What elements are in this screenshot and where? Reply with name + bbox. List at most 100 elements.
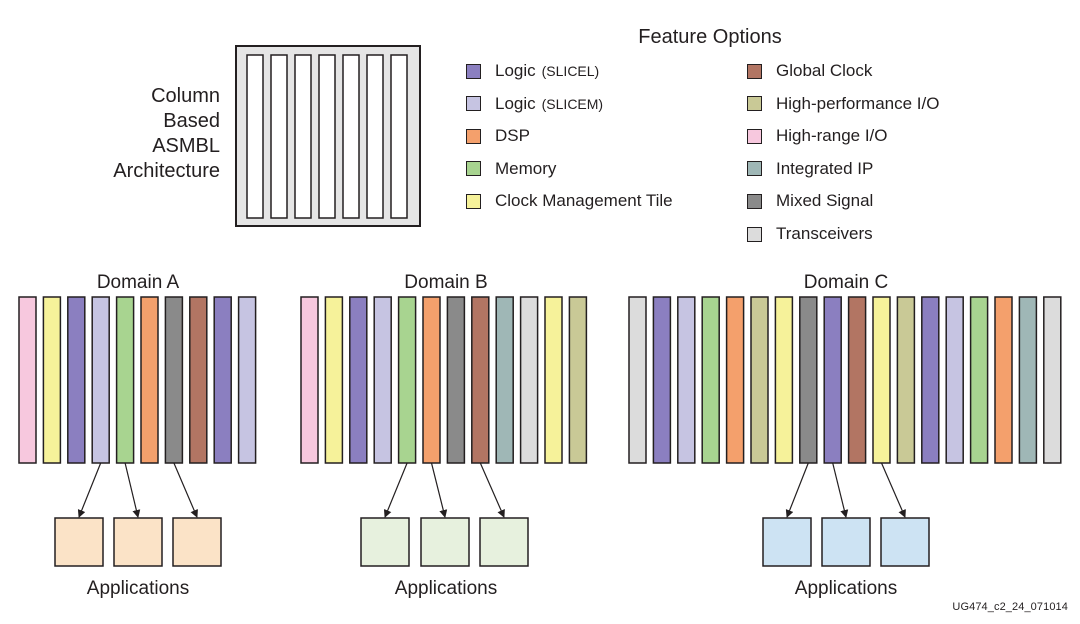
legend-label: Global Clock xyxy=(776,61,873,80)
arrow xyxy=(173,462,198,518)
legend-swatch xyxy=(466,193,481,209)
application-box xyxy=(420,517,470,567)
column-cmt xyxy=(872,296,891,464)
column-slicem xyxy=(945,296,964,464)
asmbl-column xyxy=(390,54,408,219)
column-mixed xyxy=(799,296,818,464)
column-xcvr xyxy=(519,296,539,464)
arrow xyxy=(479,462,505,518)
domain-title: Domain A xyxy=(96,272,180,293)
asmbl-column xyxy=(318,54,336,219)
column-slicem xyxy=(373,296,392,464)
column-ip xyxy=(495,296,514,464)
domain-title: Domain B xyxy=(404,272,488,293)
column-slicem xyxy=(91,296,110,464)
column-hrio xyxy=(300,296,319,464)
legend-item-ip: Integrated IP xyxy=(747,159,873,179)
application-box xyxy=(54,517,104,567)
legend-label: Memory xyxy=(495,158,557,178)
legend-item-slicem: Logic (SLICEM) xyxy=(466,94,603,114)
column-dsp xyxy=(422,296,441,464)
application-box xyxy=(762,517,812,567)
legend-item-gclk: Global Clock xyxy=(747,61,872,81)
application-box xyxy=(880,517,930,567)
column-slicel xyxy=(921,296,940,464)
column-memory xyxy=(115,296,135,464)
legend-swatch xyxy=(747,128,762,144)
asmbl-column xyxy=(366,54,384,219)
legend-title: Feature Options xyxy=(638,26,782,48)
column-slicem xyxy=(237,296,257,464)
arrow xyxy=(430,462,448,518)
legend-swatch xyxy=(747,63,762,79)
column-gclk xyxy=(471,296,490,464)
architecture-label: Column Based ASMBL Architecture xyxy=(88,84,220,184)
asmbl-column-frame xyxy=(235,45,421,227)
asmbl-column xyxy=(270,54,288,219)
applications-label: Applications xyxy=(394,578,498,599)
column-hrio xyxy=(18,296,37,464)
legend-label: DSP xyxy=(495,126,530,146)
legend-swatch xyxy=(466,128,481,144)
column-memory xyxy=(397,296,417,464)
legend-label: Logic xyxy=(495,93,536,113)
domains xyxy=(18,296,1062,567)
column-slicel xyxy=(823,296,842,464)
legend-swatch xyxy=(466,63,481,79)
domain-title: Domain C xyxy=(803,272,889,293)
arrow xyxy=(880,462,906,518)
column-ip xyxy=(1018,296,1038,464)
legend-label: Logic xyxy=(495,61,536,80)
column-xcvr xyxy=(628,296,647,464)
legend-item-memory: Memory xyxy=(466,159,556,179)
asmbl-column xyxy=(342,54,360,219)
column-hpio xyxy=(568,296,588,464)
column-cmt xyxy=(544,296,563,464)
legend-sublabel: (SLICEL) xyxy=(541,63,600,79)
legend-label: Integrated IP xyxy=(776,158,874,178)
legend-item-hrio: High-range I/O xyxy=(747,126,888,146)
applications-label: Applications xyxy=(86,578,190,599)
legend-item-hpio: High-performance I/O xyxy=(747,94,939,114)
column-slicel xyxy=(213,296,232,464)
column-cmt xyxy=(42,296,62,464)
legend-swatch xyxy=(466,161,481,177)
legend-item-xcvr: Transceivers xyxy=(747,224,873,244)
column-memory xyxy=(969,296,989,464)
legend-item-mixed: Mixed Signal xyxy=(747,191,873,211)
architecture-label-line: ASMBL xyxy=(152,135,220,157)
domain-a xyxy=(18,296,257,567)
legend-label: High-performance I/O xyxy=(776,93,940,113)
legend-item-dsp: DSP xyxy=(466,126,530,146)
legend-label: High-range I/O xyxy=(776,126,888,146)
domain-b xyxy=(300,296,588,567)
legend-item-cmt: Clock Management Tile xyxy=(466,191,673,211)
arrow xyxy=(124,462,141,518)
column-cmt xyxy=(774,296,794,464)
architecture-label-line: Based xyxy=(163,110,220,132)
column-slicel xyxy=(349,296,368,464)
column-hpio xyxy=(750,296,769,464)
application-box xyxy=(172,517,222,567)
column-gclk xyxy=(189,296,208,464)
column-gclk xyxy=(847,296,867,464)
legend-swatch xyxy=(747,161,762,177)
column-dsp xyxy=(140,296,159,464)
arrow xyxy=(77,462,102,518)
legend-swatch xyxy=(466,96,481,112)
domain-c xyxy=(628,296,1062,567)
asmbl-column xyxy=(246,54,264,219)
asmbl-column xyxy=(294,54,312,219)
column-mixed xyxy=(164,296,184,464)
column-cmt xyxy=(324,296,344,464)
architecture-label-line: Architecture xyxy=(113,160,220,182)
legend-label: Mixed Signal xyxy=(776,191,874,211)
legend-label: Transceivers xyxy=(776,224,873,243)
arrow xyxy=(832,462,849,518)
legend-swatch xyxy=(747,96,762,112)
legend-sublabel: (SLICEM) xyxy=(541,95,604,112)
arrow xyxy=(785,462,809,518)
column-xcvr xyxy=(1043,296,1062,464)
application-box xyxy=(479,517,529,567)
